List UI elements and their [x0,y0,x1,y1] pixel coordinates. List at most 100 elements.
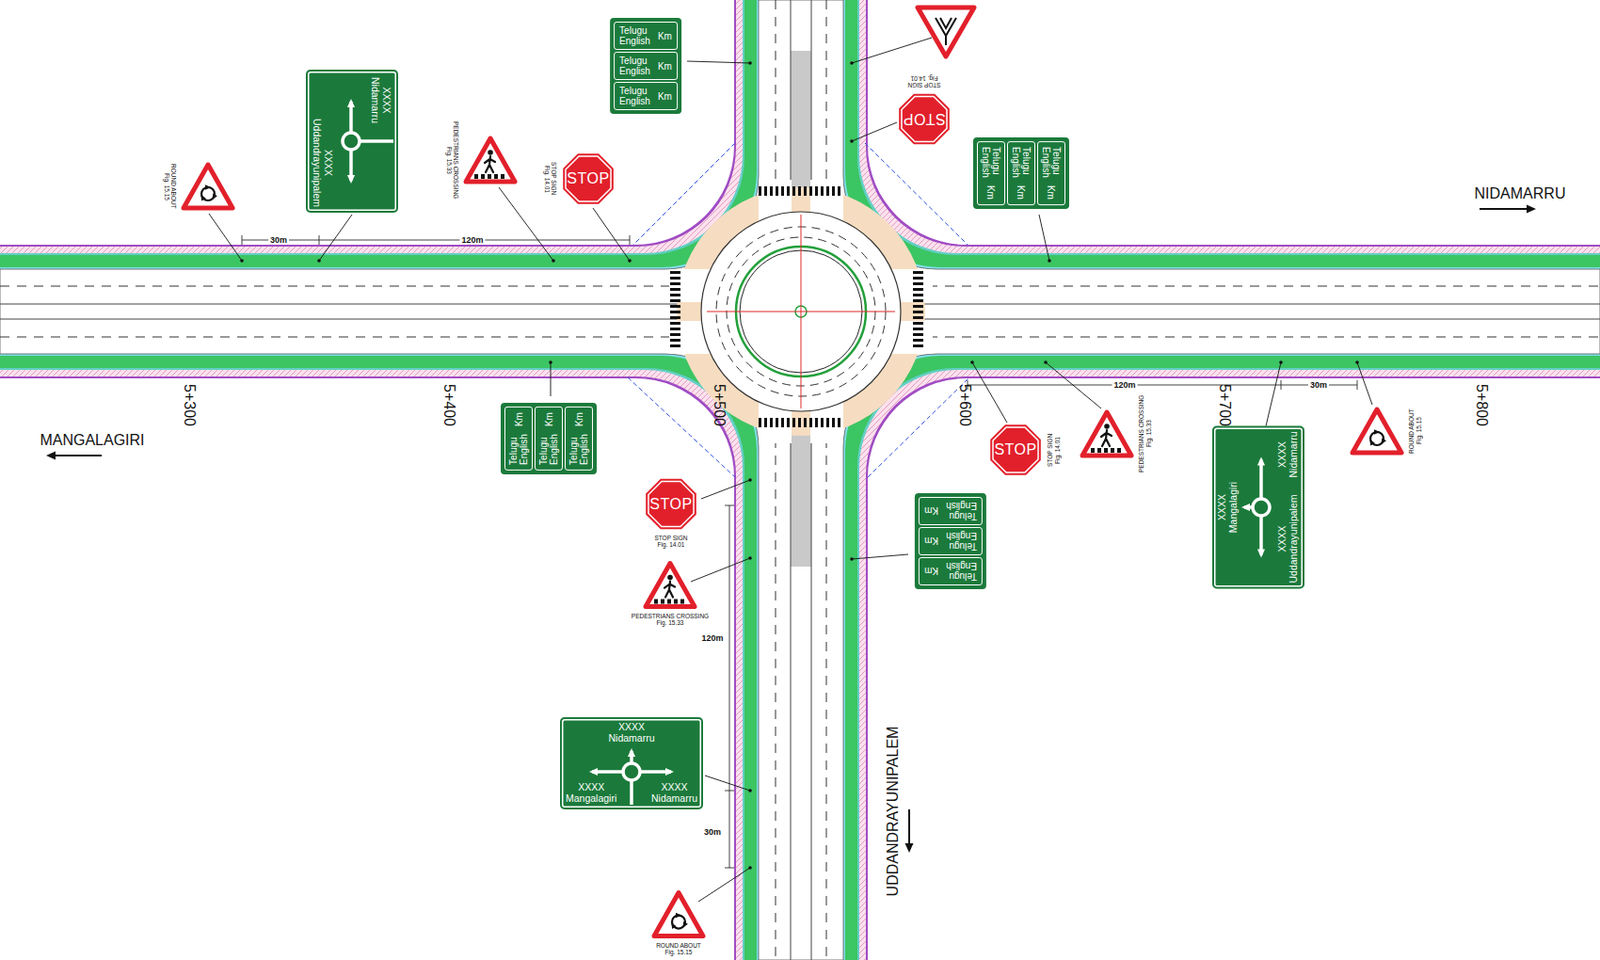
median-line [811,0,813,201]
octagon-fill [898,94,950,145]
guide-arrowhead [1257,549,1265,559]
zebra-bar [764,417,768,428]
sign-caption: STOP SIGN Fig. 14.01 [543,160,558,199]
octagon-fill [990,424,1041,476]
lane-line [928,336,1600,338]
zebra-bar [792,417,796,428]
distance-panel: Telugu EnglishKm [1037,141,1066,206]
leader-line [851,554,909,560]
lane-line [826,438,828,960]
pedestrian-symbol [1101,430,1112,447]
zebra-bar [670,316,681,320]
zebra-symbol [494,174,498,179]
zebra-symbol [660,599,665,605]
zebra-symbol [680,599,685,605]
stop-sign: STOP [560,150,617,208]
leader-line [851,37,932,64]
stop-word: STOP [993,441,1037,459]
guide-arrow [1259,515,1264,556]
zebra-symbol [673,599,678,605]
warning-triangle [1078,408,1136,460]
destination-text: XXXX Mangalagiri [1216,481,1239,533]
chainage: 5+700 [1216,384,1233,427]
zebra-bar [837,417,841,428]
dimension-line [967,384,1358,386]
leader-line [550,362,552,397]
leader-line [701,480,751,499]
leader-dot [1355,360,1360,365]
distance-panel: Telugu EnglishKm [976,141,1006,206]
chainage: 5+400 [440,384,458,427]
leader-line [498,187,554,261]
direction-guide-sign: XXXX MangalagiriXXXX UddandrayunipalemXX… [1212,426,1305,590]
zebra-bar [803,186,807,196]
octagon-fill [645,479,697,530]
roundabout-arrowhead [1369,439,1375,447]
guide-roundabout [623,763,640,781]
warning-sign-group: ROUND ABOUT Fig. 15.15 [162,160,237,212]
dimension: 120m [1111,380,1137,390]
sight-line [627,377,736,478]
zebra-symbol [654,599,658,605]
zebra-bar [815,186,818,196]
stop-sign: STOP [896,90,953,147]
give-way-sign [917,7,975,57]
chainage: 5+800 [1472,384,1490,427]
lane-line [928,286,1600,288]
warning-sign-group: ROUND ABOUT Fig. 15.15 [650,889,707,957]
roundabout-arrowhead [205,184,211,190]
distance-unit: Km [513,412,525,427]
direction-arrow [1479,208,1530,210]
triangle-border [654,893,704,937]
destination-text: XXXX Nidamarru [651,781,698,804]
distance-sign: Telugu EnglishKmTelugu EnglishKmTelugu E… [609,17,682,114]
distance-panel: Telugu EnglishKm [504,406,533,471]
warning-triangle [650,889,707,941]
leader-dot [1279,360,1283,365]
zebra-bar [912,271,924,274]
sight-line [867,377,970,478]
leader-dot [748,478,752,482]
warning-sign [1078,408,1136,460]
zebra-bar [670,310,681,314]
distance-unit: Km [544,412,555,427]
median-line [790,0,792,201]
place-name: Telugu English [619,85,651,107]
dimension: 30m [1308,380,1329,390]
leader-line [208,213,242,261]
zebra-bar [670,276,681,280]
chainage: 5+600 [956,384,974,427]
zebra-bar [670,271,681,274]
leader-dot [748,61,752,65]
zebra-symbol [667,599,672,605]
leader-dot [548,360,553,365]
stop-sign-group: STOPSTOP SIGN Fig. 14.01 [896,75,953,148]
roundabout-arrowhead [683,921,688,928]
pedestrian-symbol [664,581,675,598]
zebra-bar [769,417,773,428]
sign-caption: PEDESTRIANS CROSSING Fig. 15.33 [445,118,460,202]
zebra-bar [758,186,762,196]
zebra-bar [912,288,924,291]
destination-text: XXXX Nidamarru [608,720,655,744]
lane-line [826,0,828,185]
zebra-symbol [1104,448,1108,453]
median-line [0,304,690,305]
lane-line [0,336,674,338]
guide-arrowhead [665,768,674,776]
distance-unit: Km [657,31,672,42]
zebra-bar [912,344,924,348]
warning-sign-group: ROUND ABOUT Fig. 15.15 [1348,405,1423,457]
zebra-bar [912,316,924,320]
dimension-tick [724,790,735,792]
pedestrian-head [667,575,673,581]
centre-line [800,214,802,409]
dimension: 30m [702,827,723,837]
warning-sign [462,134,519,186]
octagon-border [901,96,947,142]
circulating-carriageway [701,211,901,412]
distance-panel: Telugu EnglishKm [613,51,678,80]
direction-guide-sign: XXXX NidamarruXXXX Uddandrayunipalem [305,69,399,213]
